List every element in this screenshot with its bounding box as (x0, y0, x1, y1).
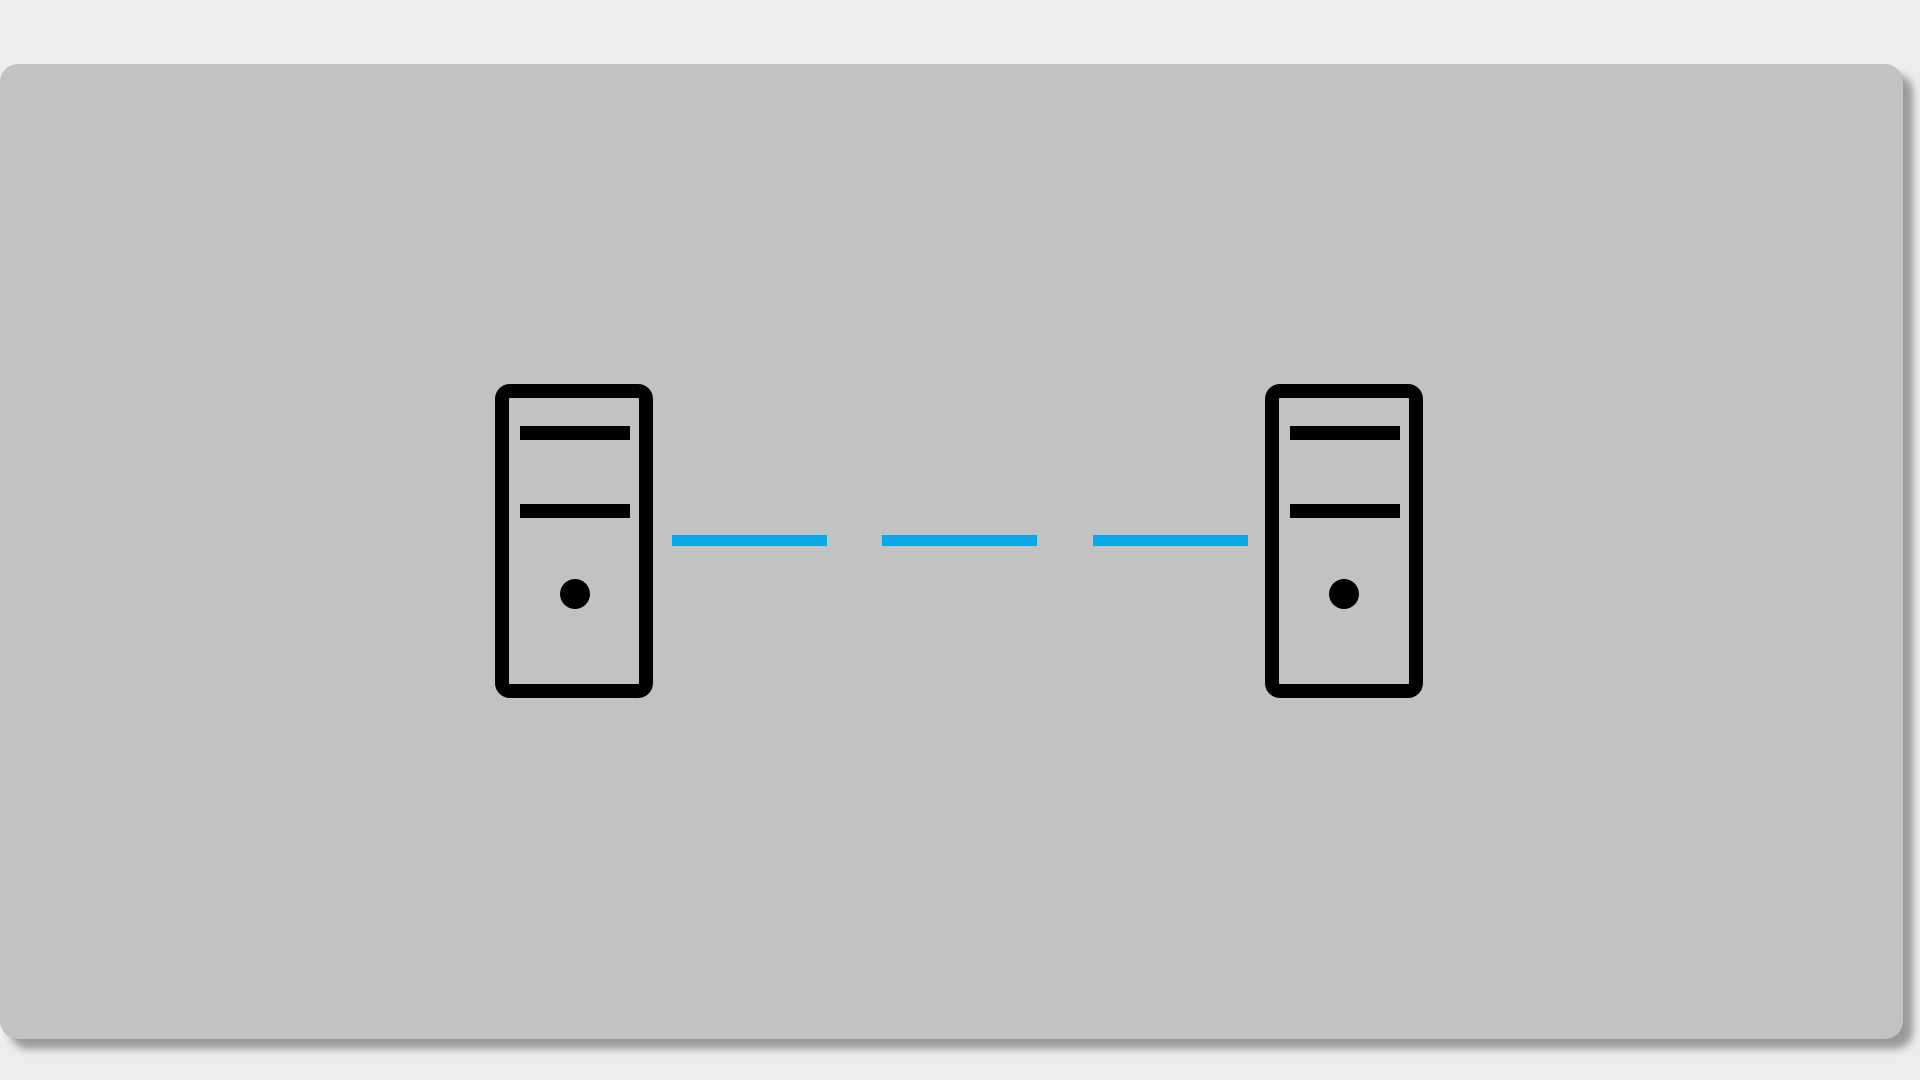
connection-segment (882, 535, 1037, 546)
network-panel (0, 64, 1903, 1039)
server-tower-icon[interactable] (1265, 384, 1423, 698)
connection-segment (672, 535, 827, 546)
server-tower-icon[interactable] (495, 384, 653, 698)
network-connection-line (672, 535, 1248, 546)
connection-segment (1093, 535, 1248, 546)
